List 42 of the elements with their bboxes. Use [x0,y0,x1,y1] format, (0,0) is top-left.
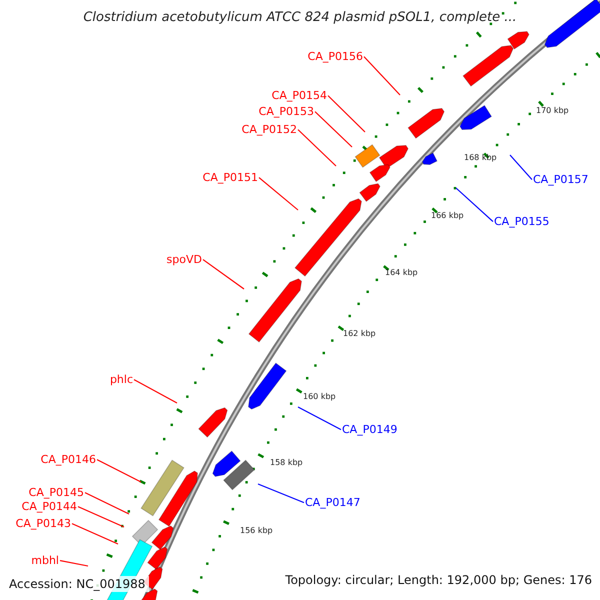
gene-label: CA_P0152 [242,123,297,136]
leader-line [510,154,532,180]
tick-label: 164 kbp [385,268,418,278]
leader-line [78,506,124,528]
tick-label: 170 kbp [536,106,569,116]
gene-label: CA_P0143 [16,517,71,530]
tick-label: 160 kbp [303,392,336,402]
tick-label: 158 kbp [270,458,303,468]
leader-line [96,459,142,482]
leader-line [328,95,366,132]
gene-label: CA_P0155 [494,215,550,228]
topology-text: Topology: circular; Length: 192,000 bp; Genes: 176 [285,573,592,588]
leader-line [258,177,298,210]
gene-label: CA_P0156 [308,50,363,64]
gene-label: CA_P0157 [533,173,588,186]
tick-label: 156 kbp [240,526,273,536]
leader-line [134,379,178,404]
leader-line [258,483,304,504]
gene-label: CA_P0154 [272,89,327,102]
tick-label: 166 kbp [431,211,464,221]
leader-line [60,560,88,567]
gene-label: CA_P0147 [305,496,360,510]
leader-line [84,492,130,514]
leader-line [314,111,352,148]
gene-label: spoVD [166,253,202,266]
tick-label: 162 kbp [343,329,376,339]
gene-label: CA_P0149 [342,423,398,436]
leader-line [72,523,118,544]
gene-label: CA_P0146 [40,453,96,466]
diagram-title: Clostridium acetobutylicum ATCC 824 plasmid pSOL1, complete ... [82,10,518,26]
leader-line [298,406,342,430]
gene-label: CA_P0145 [28,486,84,500]
leader-line [202,259,244,290]
gene-label: mbhl [31,554,59,568]
leader-line [298,129,336,166]
gene-label: CA_P0153 [258,105,314,118]
gene-label: CA_P0151 [202,171,258,184]
gene-label: phlc [110,373,133,386]
gene-label: CA_P0144 [22,500,77,514]
leader-line [364,56,400,96]
tick-label: 168 kbp [464,153,497,163]
leader-line [456,188,494,222]
